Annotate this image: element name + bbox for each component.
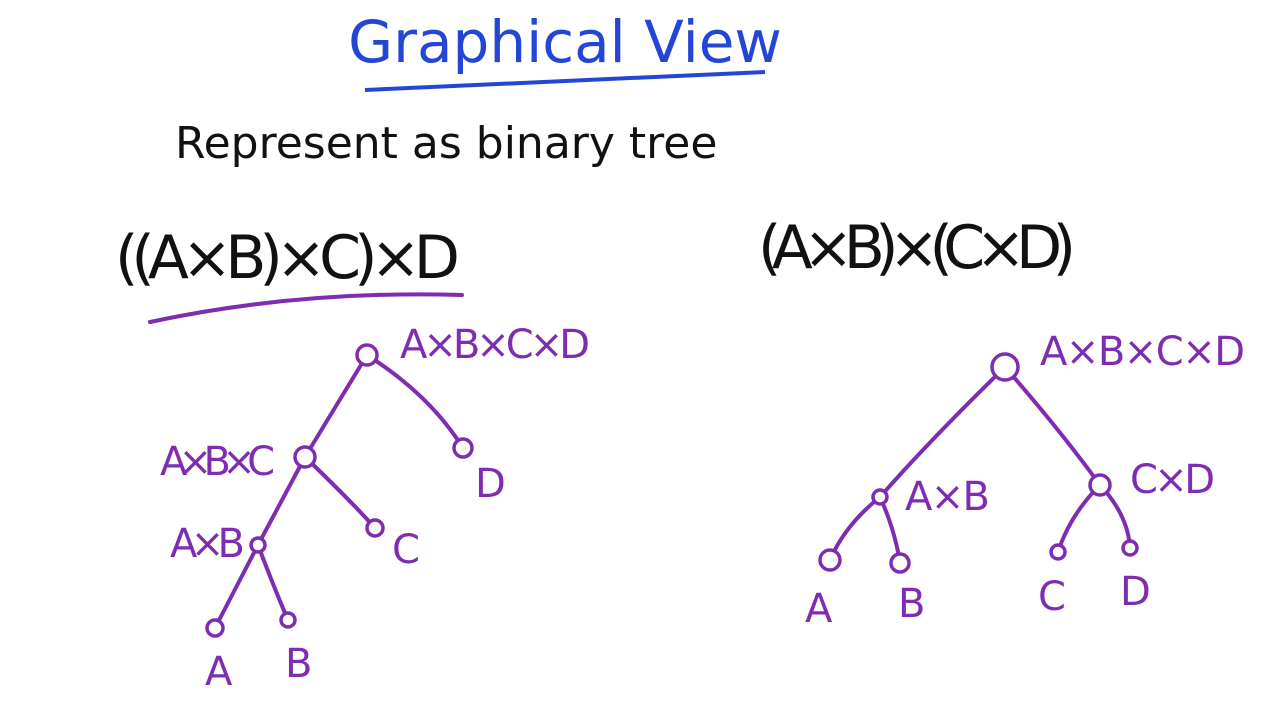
left-label-ab: A×B [170,521,245,567]
right-node-a [818,548,842,572]
right-label-cd: C×D [1130,457,1215,503]
left-label-root: A×B×C×D [400,322,590,368]
title-underline [364,70,766,92]
right-label-c: C [1038,574,1066,620]
title: Graphical View [348,8,782,76]
left-node-root [355,343,379,367]
left-node-c [365,518,385,538]
left-edges [213,353,465,630]
left-tree: ((A×B)×C)×D A×B×C×D A×B×C D A×B C A B [115,223,590,695]
left-label-d: D [475,461,506,507]
right-label-root: A×B×C×D [1040,329,1245,375]
left-node-a [205,618,225,638]
right-label-d: D [1120,569,1151,615]
left-node-abc [293,445,317,469]
left-label-abc: A×B×C [160,439,275,485]
subtitle: Represent as binary tree [175,118,717,169]
left-label-a: A [205,649,233,695]
right-label-a: A [805,586,833,632]
left-expression: ((A×B)×C)×D [115,223,460,293]
right-node-d [1121,539,1139,557]
right-expression: (A×B)×(C×D) [758,213,1076,283]
left-node-ab [249,536,267,554]
right-node-c [1049,543,1067,561]
right-edges [828,365,1132,565]
right-label-ab: A×B [905,474,990,520]
left-expression-underline [148,292,464,324]
right-node-cd [1088,473,1112,497]
right-label-b: B [898,581,925,627]
left-label-b: B [285,641,312,687]
right-node-root [990,352,1020,382]
left-node-d [452,437,474,459]
left-node-b [279,611,297,629]
right-node-b [889,552,911,574]
left-label-c: C [392,527,420,573]
right-tree: (A×B)×(C×D) A×B×C×D A×B C×D A B C D [758,213,1245,632]
right-node-ab [871,488,889,506]
